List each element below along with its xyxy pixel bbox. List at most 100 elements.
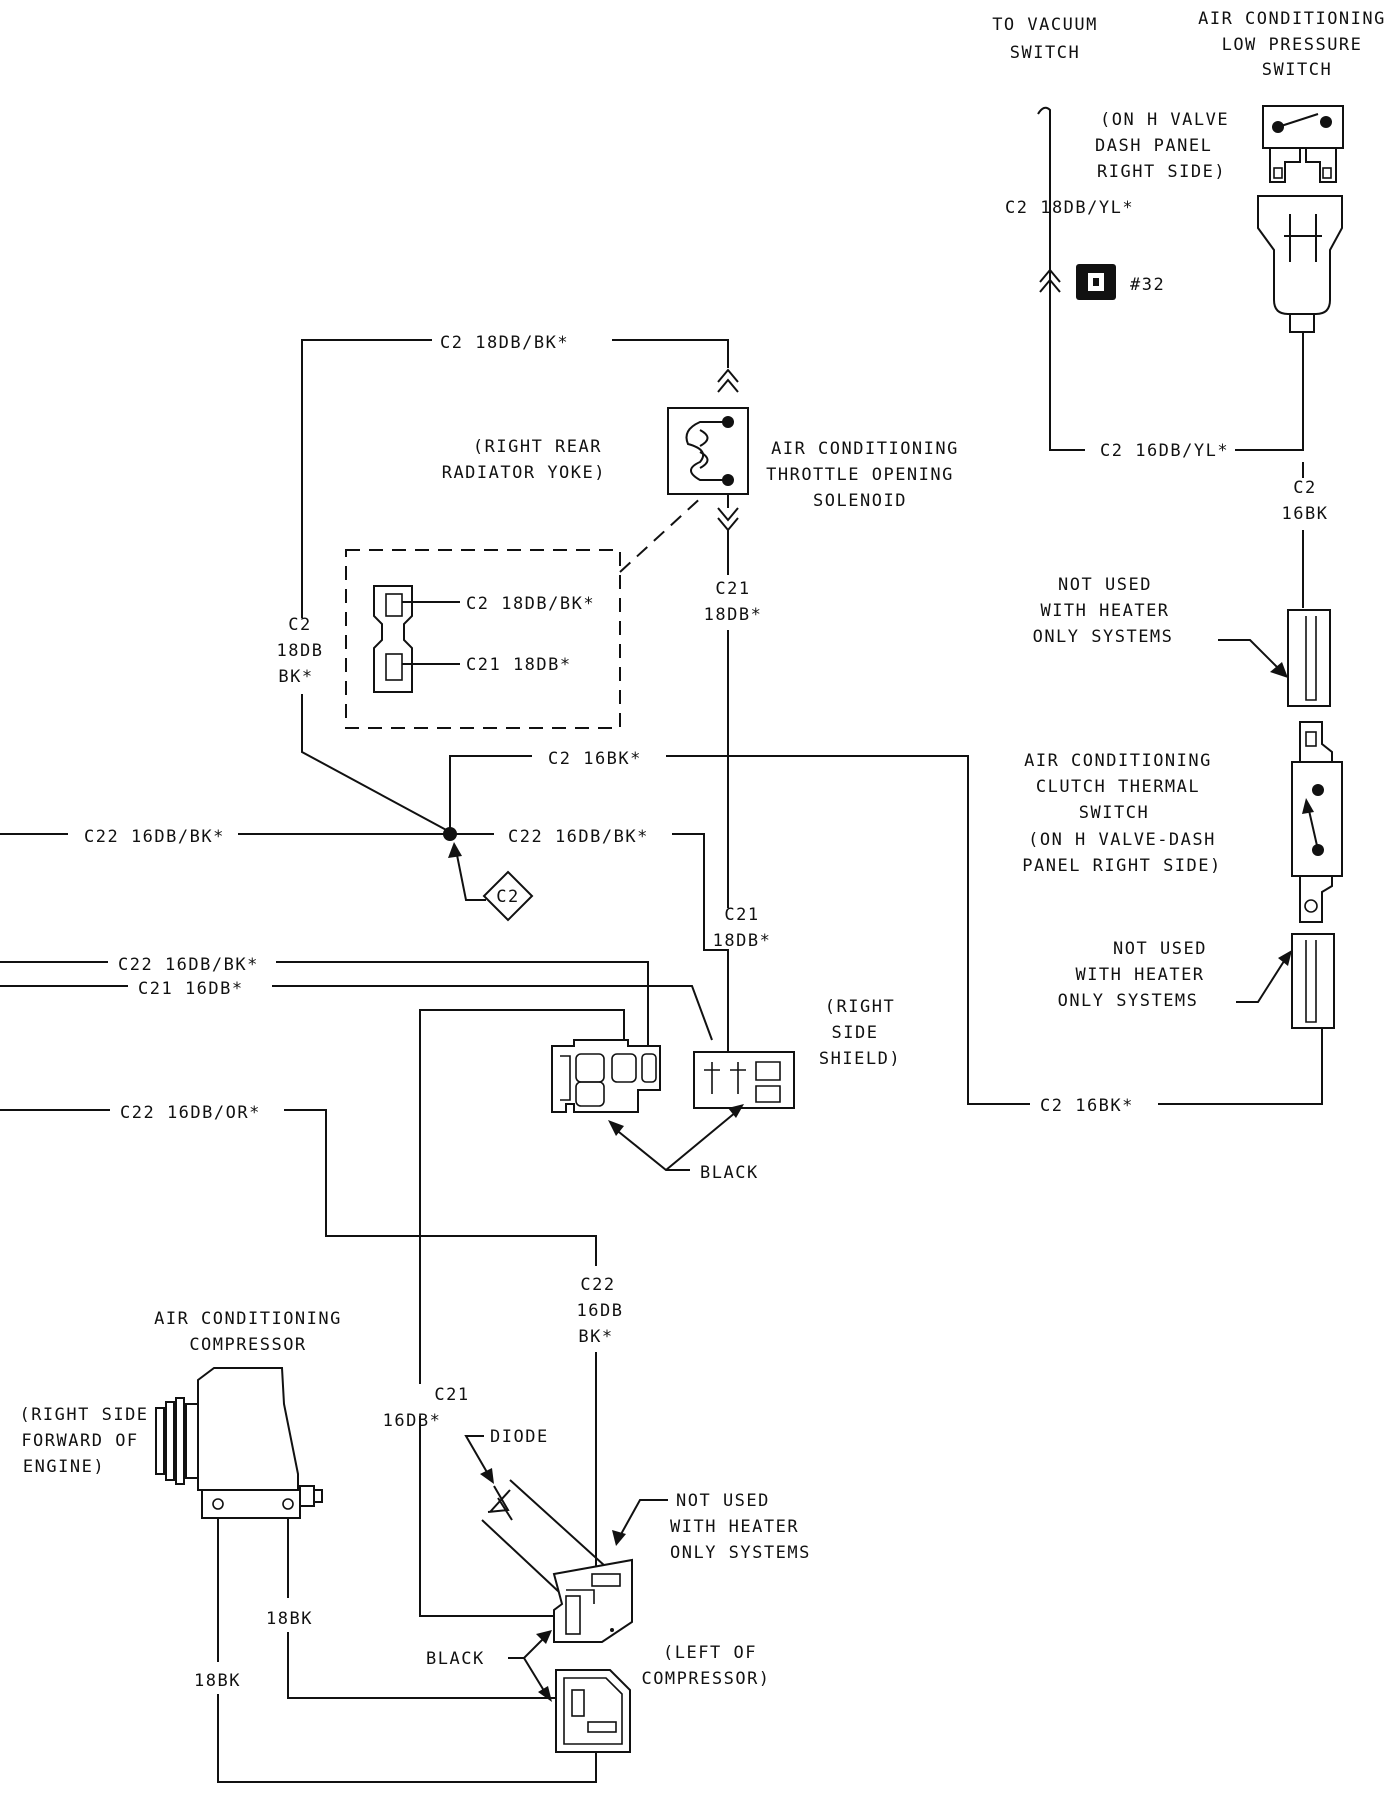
connector-detail-icon bbox=[373, 585, 413, 693]
vacuum-switch-wire bbox=[1037, 106, 1085, 451]
svg-text:BK*: BK* bbox=[578, 1327, 613, 1347]
svg-text:16DB*: 16DB* bbox=[383, 1411, 442, 1431]
svg-text:(ON H VALVE-DASH: (ON H VALVE-DASH bbox=[1028, 830, 1216, 850]
svg-text:NOT USED: NOT USED bbox=[1113, 939, 1207, 959]
wire-c21-18db-b-label: C21 18DB* bbox=[713, 905, 772, 951]
svg-text:ONLY SYSTEMS: ONLY SYSTEMS bbox=[670, 1543, 811, 1563]
wire-c21-16db-vert-label: C21 16DB* bbox=[383, 1385, 469, 1431]
black-1-leader bbox=[613, 1111, 737, 1171]
svg-text:(RIGHT REAR: (RIGHT REAR bbox=[473, 437, 602, 457]
svg-text:SHIELD): SHIELD) bbox=[819, 1049, 901, 1069]
c2-18db-bk-to-splice-wire bbox=[301, 694, 451, 833]
svg-text:NOT USED: NOT USED bbox=[676, 1491, 770, 1511]
wire-c22-16db-bk-mid-label: C22 16DB/BK* bbox=[508, 827, 649, 847]
low-pressure-location-label: (ON H VALVE DASH PANEL RIGHT SIDE) bbox=[1095, 110, 1229, 182]
jumper-connector-2-icon bbox=[1291, 933, 1335, 1029]
svg-text:(RIGHT: (RIGHT bbox=[825, 997, 895, 1017]
not-used-2-label: NOT USED WITH HEATER ONLY SYSTEMS bbox=[1058, 939, 1207, 1011]
svg-text:18DB: 18DB bbox=[277, 641, 324, 661]
low-pressure-switch-icon bbox=[1257, 105, 1344, 333]
chevron-down-icon bbox=[717, 507, 739, 532]
svg-text:SOLENOID: SOLENOID bbox=[813, 491, 907, 511]
svg-text:SWITCH: SWITCH bbox=[1262, 60, 1332, 80]
throttle-solenoid-icon bbox=[667, 407, 749, 495]
svg-text:C2: C2 bbox=[496, 887, 519, 907]
18bk-wire-a bbox=[287, 1518, 560, 1699]
wire-c22-16db-or-label: C22 16DB/OR* bbox=[120, 1103, 261, 1123]
svg-text:ONLY SYSTEMS: ONLY SYSTEMS bbox=[1058, 991, 1199, 1011]
18bk-wire-b bbox=[217, 1518, 597, 1783]
svg-text:THROTTLE OPENING: THROTTLE OPENING bbox=[766, 465, 954, 485]
svg-text:16BK: 16BK bbox=[1282, 504, 1329, 524]
c22-16db-bk-mid-wire bbox=[672, 833, 729, 1052]
not-used-1-label: NOT USED WITH HEATER ONLY SYSTEMS bbox=[1033, 575, 1174, 647]
wire-c2-18db-yl-label: C2 18DB/YL* bbox=[1005, 198, 1134, 218]
svg-text:18DB*: 18DB* bbox=[713, 931, 772, 951]
svg-text:C21: C21 bbox=[434, 1385, 469, 1405]
svg-text:16DB: 16DB bbox=[577, 1301, 624, 1321]
svg-text:SWITCH: SWITCH bbox=[1010, 43, 1080, 63]
wire-c21-18db-a-label: C21 18DB* bbox=[704, 579, 761, 625]
not-used-3-leader bbox=[619, 1499, 668, 1537]
arrow-icon bbox=[1236, 957, 1287, 1003]
svg-text:SWITCH: SWITCH bbox=[1079, 803, 1149, 823]
compressor-location-label: (RIGHT SIDE FORWARD OF ENGINE) bbox=[19, 1405, 147, 1477]
svg-text:COMPRESSOR): COMPRESSOR) bbox=[641, 1669, 770, 1689]
diode-leader bbox=[464, 1435, 489, 1475]
svg-text:ONLY SYSTEMS: ONLY SYSTEMS bbox=[1033, 627, 1174, 647]
svg-text:SIDE: SIDE bbox=[832, 1023, 879, 1043]
c21-16db-vertical-wire bbox=[419, 1009, 625, 1617]
chevron-up-icon bbox=[717, 368, 739, 393]
c21-16db-low-wire bbox=[0, 985, 713, 1041]
svg-text:ENGINE): ENGINE) bbox=[23, 1457, 105, 1477]
chevron-up-icon bbox=[1039, 268, 1061, 293]
shield-connector-right-icon bbox=[693, 1051, 795, 1109]
connector-pin-leaders bbox=[402, 601, 460, 665]
wire-c2-16bk-bottom-label: C2 16BK* bbox=[1040, 1096, 1134, 1116]
splice-c2-leader bbox=[455, 849, 486, 901]
svg-text:CLUTCH THERMAL: CLUTCH THERMAL bbox=[1036, 777, 1200, 797]
black-1-label: BLACK bbox=[700, 1163, 759, 1183]
diode-label: DIODE bbox=[490, 1427, 549, 1447]
to-vacuum-switch-label: TO VACUUM SWITCH bbox=[992, 15, 1096, 63]
not-used-3-label: NOT USED WITH HEATER ONLY SYSTEMS bbox=[670, 1491, 811, 1563]
wire-c2-16bk-mid-label: C2 16BK* bbox=[548, 749, 642, 769]
wire-18bk-a-label: 18BK bbox=[266, 1609, 313, 1629]
svg-text:RIGHT SIDE): RIGHT SIDE) bbox=[1097, 162, 1226, 182]
splice-dot bbox=[443, 827, 457, 841]
svg-text:WITH HEATER: WITH HEATER bbox=[670, 1517, 799, 1537]
connector-pin2-label: C21 18DB* bbox=[466, 655, 572, 675]
jumper-connector-1-icon bbox=[1287, 609, 1331, 707]
ac-compressor-label: AIR CONDITIONING COMPRESSOR bbox=[154, 1309, 340, 1355]
compressor-icon bbox=[155, 1367, 323, 1519]
connector-detail-leader bbox=[619, 493, 706, 573]
compressor-connector-upper-icon bbox=[552, 1558, 633, 1643]
svg-text:BK*: BK* bbox=[278, 667, 313, 687]
splice-32-icon bbox=[1076, 264, 1116, 300]
svg-text:AIR CONDITIONING: AIR CONDITIONING bbox=[771, 439, 959, 459]
wire-c22-16db-bk-left-label: C22 16DB/BK* bbox=[84, 827, 225, 847]
svg-text:C22: C22 bbox=[580, 1275, 615, 1295]
wire-c2-18db-bk-top-label: C2 18DB/BK* bbox=[440, 333, 569, 353]
wire-c22-16db-bk-vert-label: C22 16DB BK* bbox=[577, 1275, 624, 1347]
svg-text:C2: C2 bbox=[288, 615, 311, 635]
wire-c22-16db-bk-low-label: C22 16DB/BK* bbox=[118, 955, 259, 975]
arrow-icon bbox=[1218, 639, 1283, 673]
svg-text:RADIATOR YOKE): RADIATOR YOKE) bbox=[442, 463, 606, 483]
throttle-location-label: (RIGHT REAR RADIATOR YOKE) bbox=[442, 437, 606, 483]
splice-32-label: #32 bbox=[1130, 275, 1165, 295]
shield-connector-left-icon bbox=[551, 1039, 661, 1113]
svg-text:AIR CONDITIONING: AIR CONDITIONING bbox=[1024, 751, 1212, 771]
connector-pin1-label: C2 18DB/BK* bbox=[466, 594, 595, 614]
wire-18bk-b-label: 18BK bbox=[194, 1671, 241, 1691]
clutch-thermal-switch-icon bbox=[1291, 721, 1343, 923]
ac-low-pressure-switch-label: AIR CONDITIONING LOW PRESSURE SWITCH bbox=[1198, 9, 1386, 80]
svg-text:(ON H VALVE: (ON H VALVE bbox=[1100, 110, 1229, 130]
svg-text:AIR CONDITIONING: AIR CONDITIONING bbox=[1198, 9, 1386, 29]
wire-c2-18db-bk-vert-label: C2 18DB BK* bbox=[277, 615, 324, 687]
svg-text:COMPRESSOR: COMPRESSOR bbox=[189, 1335, 306, 1355]
svg-text:C21: C21 bbox=[715, 579, 750, 599]
c22-16db-or-wire bbox=[0, 1109, 597, 1266]
compressor-connector-lower-icon bbox=[555, 1669, 631, 1753]
